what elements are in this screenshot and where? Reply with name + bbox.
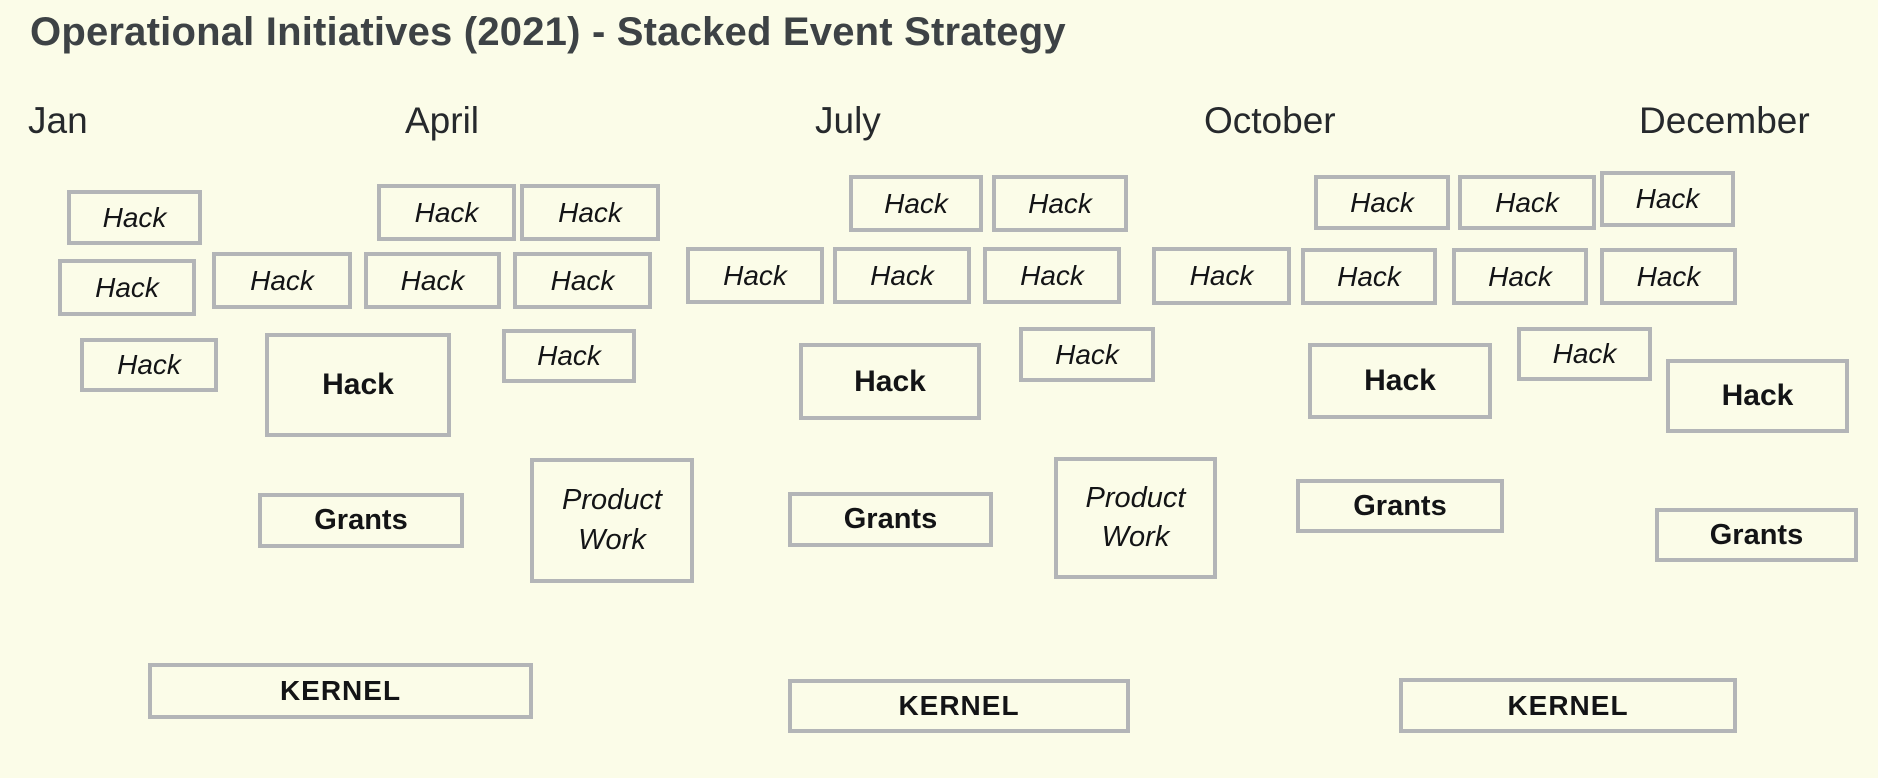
product-work-box[interactable]: Product Work (1054, 457, 1217, 579)
hack-major-event-box[interactable]: Hack (1308, 343, 1492, 419)
grants-box[interactable]: Grants (1296, 479, 1504, 533)
hack-event-box[interactable]: Hack (377, 184, 516, 241)
box-label: Hack (1055, 338, 1119, 370)
box-label: Hack (854, 364, 926, 398)
grants-box[interactable]: Grants (1655, 508, 1858, 562)
box-label: Hack (414, 196, 479, 228)
grants-box[interactable]: Grants (788, 492, 993, 547)
box-label: Hack (400, 264, 465, 296)
kernel-box[interactable]: KERNEL (1399, 678, 1737, 733)
hack-major-event-box[interactable]: Hack (265, 333, 451, 437)
hack-event-box[interactable]: Hack (1517, 327, 1652, 381)
box-label: Hack (537, 340, 601, 371)
diagram-title: Operational Initiatives (2021) - Stacked… (30, 10, 1066, 54)
box-label: Hack (95, 271, 159, 303)
hack-event-box[interactable]: Hack (1458, 175, 1596, 230)
box-label: Hack (1020, 259, 1084, 291)
hack-event-box[interactable]: Hack (520, 184, 660, 241)
month-label-october: October (1204, 100, 1336, 141)
hack-event-box[interactable]: Hack (1301, 248, 1437, 305)
box-label: Hack (1364, 364, 1436, 397)
hack-event-box[interactable]: Hack (502, 329, 636, 383)
box-label: Grants (1353, 489, 1447, 522)
hack-event-box[interactable]: Hack (833, 247, 971, 304)
hack-event-box[interactable]: Hack (67, 190, 202, 245)
hack-event-box[interactable]: Hack (513, 252, 652, 309)
box-label: Hack (250, 264, 314, 296)
box-label: Hack (1635, 183, 1700, 214)
box-label: Hack (884, 187, 948, 219)
box-label: Product Work (1085, 481, 1186, 553)
box-label: KERNEL (898, 690, 1020, 721)
box-label: KERNEL (1507, 689, 1629, 721)
hack-event-box[interactable]: Hack (212, 252, 352, 309)
box-label: Hack (550, 264, 615, 296)
month-label-april: April (405, 100, 480, 141)
box-label: Hack (1350, 186, 1414, 218)
box-label: Hack (1721, 379, 1794, 412)
box-label: Hack (870, 259, 934, 291)
hack-event-box[interactable]: Hack (1600, 171, 1735, 227)
hack-event-box[interactable]: Hack (992, 175, 1128, 232)
hack-event-box[interactable]: Hack (1152, 247, 1291, 305)
box-label: Grants (314, 504, 408, 536)
box-label: Hack (1189, 260, 1254, 291)
grants-box[interactable]: Grants (258, 493, 464, 548)
box-label: Hack (117, 349, 181, 380)
box-label: Hack (322, 368, 394, 401)
hack-event-box[interactable]: Hack (1314, 175, 1450, 230)
hack-event-box[interactable]: Hack (80, 338, 218, 392)
box-label: KERNEL (279, 675, 402, 706)
kernel-box[interactable]: KERNEL (148, 663, 533, 719)
box-label: Hack (723, 259, 787, 291)
hack-event-box[interactable]: Hack (849, 175, 983, 232)
box-label: Hack (1636, 260, 1701, 292)
box-label: Grants (843, 503, 938, 535)
box-label: Hack (1337, 260, 1401, 292)
box-label: Hack (1552, 338, 1617, 369)
kernel-box[interactable]: KERNEL (788, 679, 1130, 733)
product-work-box[interactable]: Product Work (530, 458, 694, 583)
box-label: Hack (1028, 187, 1092, 219)
box-label: Hack (102, 201, 167, 233)
hack-major-event-box[interactable]: Hack (799, 343, 981, 420)
box-label: Product Work (562, 484, 662, 556)
hack-event-box[interactable]: Hack (1019, 327, 1155, 382)
hack-major-event-box[interactable]: Hack (1666, 359, 1849, 433)
month-label-december: December (1639, 100, 1810, 141)
box-label: Hack (558, 196, 622, 228)
hack-event-box[interactable]: Hack (364, 252, 501, 309)
hack-event-box[interactable]: Hack (686, 247, 824, 304)
box-label: Hack (1495, 186, 1559, 218)
box-label: Grants (1709, 518, 1804, 551)
hack-event-box[interactable]: Hack (58, 259, 196, 316)
hack-event-box[interactable]: Hack (983, 247, 1121, 304)
box-label: Hack (1488, 260, 1552, 292)
month-label-july: July (815, 100, 881, 141)
hack-event-box[interactable]: Hack (1452, 248, 1588, 305)
hack-event-box[interactable]: Hack (1600, 248, 1737, 305)
month-label-jan: Jan (28, 100, 88, 141)
